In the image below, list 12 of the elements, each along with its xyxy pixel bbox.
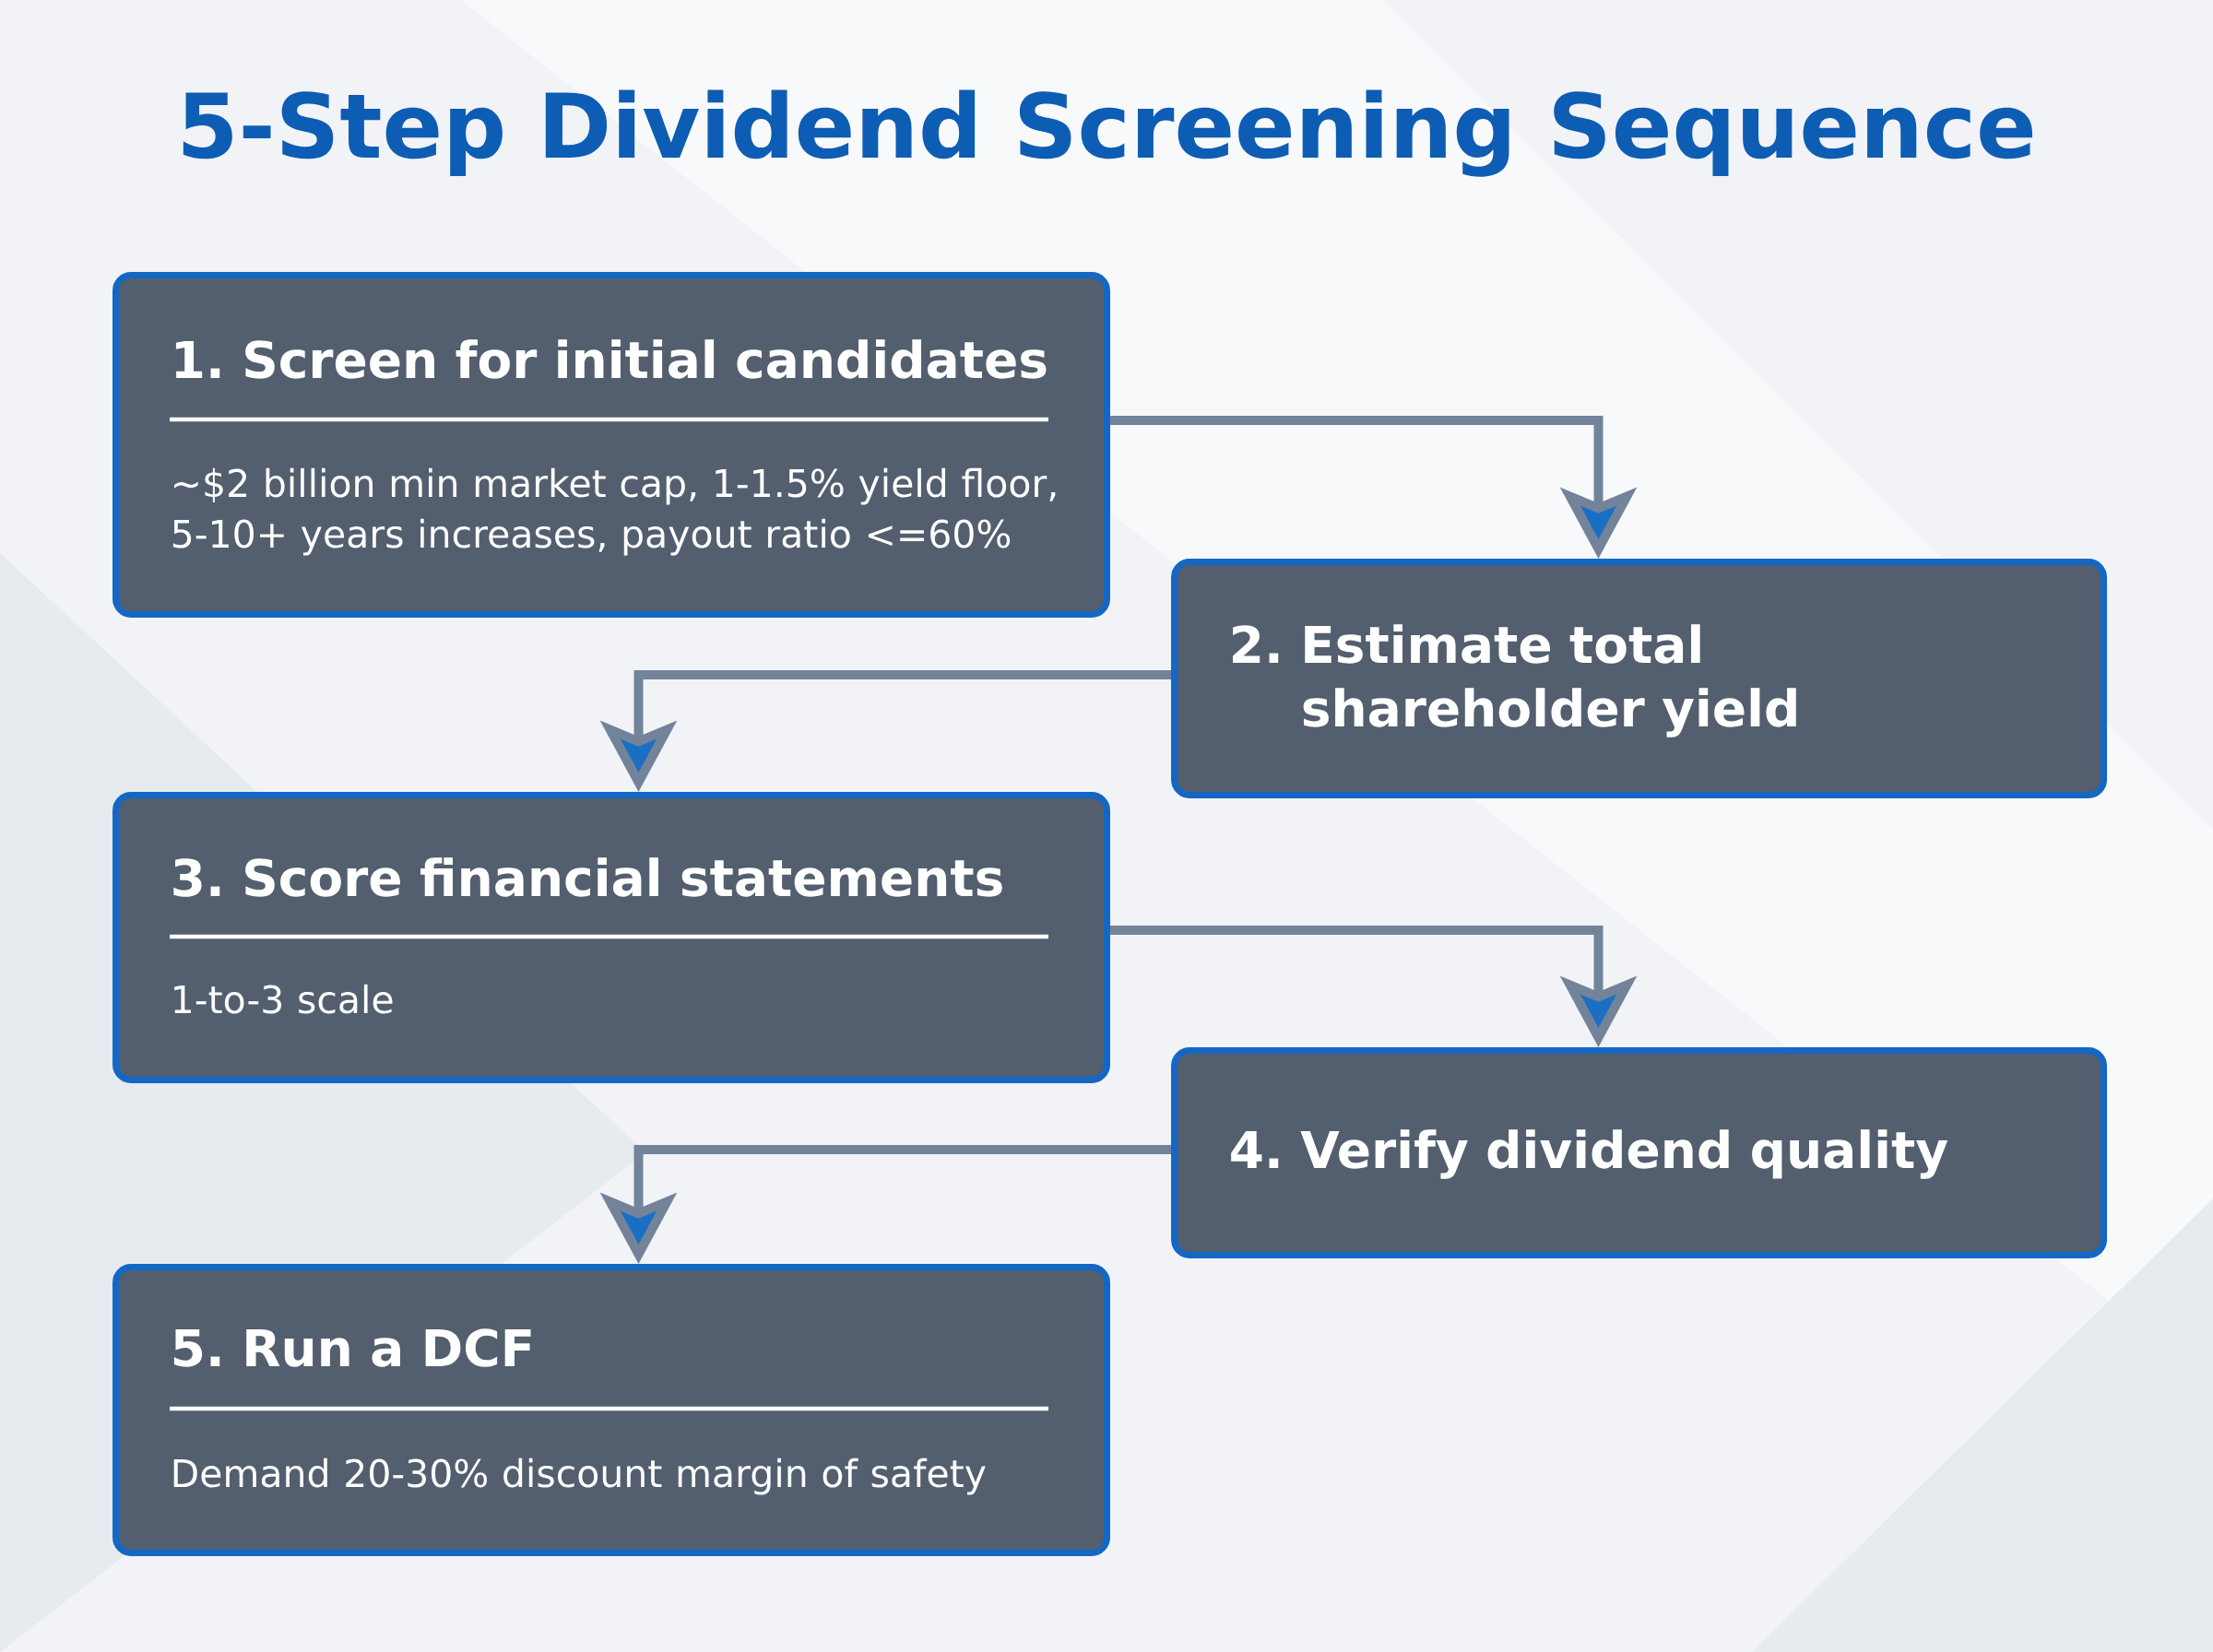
step-heading: 2. Estimate total shareholder yield [1233,624,1796,738]
step-heading: 3. Score financial statements [173,857,1002,897]
step-box [112,271,1110,618]
step-description: Demand 20-30% discount margin of safety [173,1457,986,1495]
step-heading: 4. Verify dividend quality [1231,1129,1948,1179]
step-description: 1-to-3 scale [174,984,393,1014]
step-box [1171,1047,2108,1258]
step-box [1171,558,2108,798]
step-description: ~$2 billion min market cap, 1-1.5% yield floor, 5-10+ years increases, payout ratio <=60% [172,467,1056,556]
step-heading: 1. Screen for initial candidates [175,339,1047,379]
title: 5-Step Dividend Screening Sequence [183,89,2033,177]
step-heading: 5. Run a DCF [173,1328,531,1367]
